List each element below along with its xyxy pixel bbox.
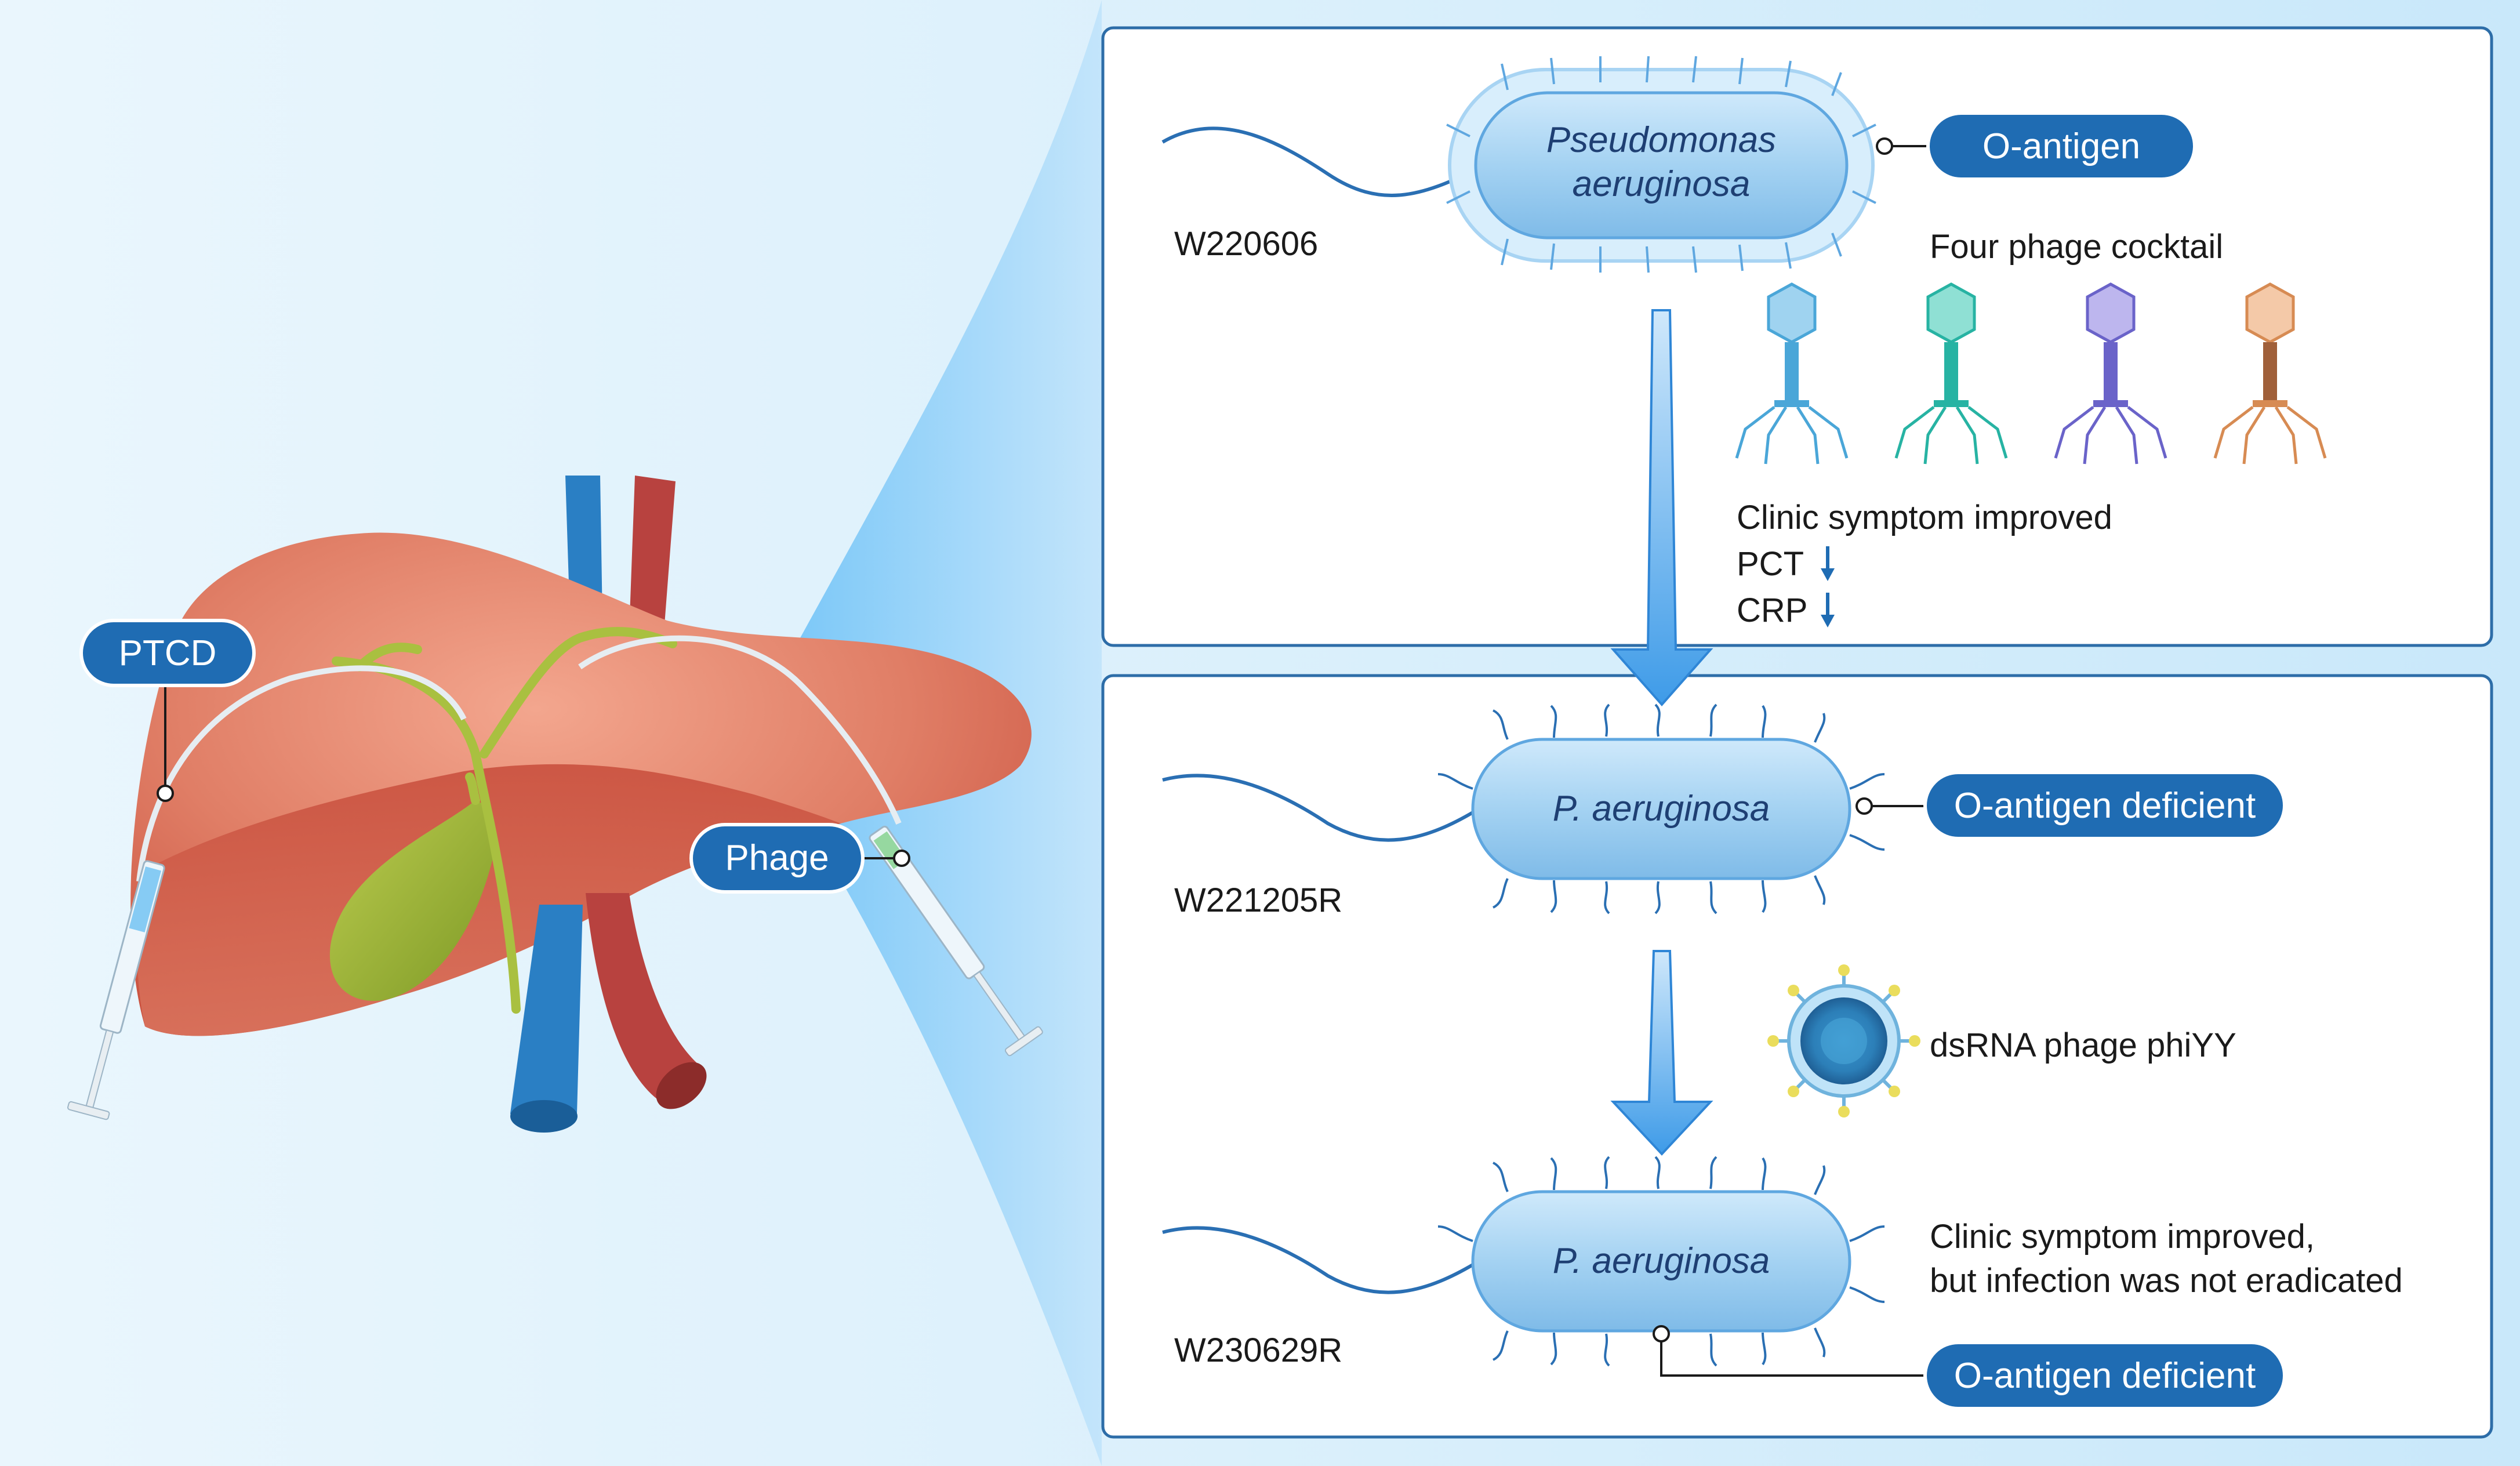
bacterium-bottom: P. aeruginosa	[1437, 1156, 1885, 1367]
portal-vein-end	[510, 1100, 578, 1133]
o-antigen-pill-text: O-antigen	[1982, 126, 2140, 166]
liver-illustration	[67, 476, 1043, 1133]
top-outcome-line-1: Clinic symptom improved	[1737, 499, 2112, 536]
phage-label-text: Phage	[725, 838, 829, 878]
o-antigen-deficient-pill-2: O-antigen deficient	[1653, 1325, 2286, 1410]
flagellum-top	[1161, 126, 1480, 197]
pili-bottom	[1437, 1156, 1885, 1367]
top-outcome-crp: CRP	[1737, 592, 1807, 629]
bacterium-top: Pseudomonas aeruginosa	[1446, 56, 1876, 273]
phage-catheter	[578, 635, 902, 825]
phage-2	[1894, 282, 2008, 465]
ptcd-label: PTCD	[79, 619, 256, 802]
artery-bottom	[586, 893, 702, 1102]
bacterium-mid-name: P. aeruginosa	[1553, 789, 1770, 829]
bottom-outcome-line-2: but infection was not eradicated	[1930, 1262, 2403, 1300]
portal-vein-bottom	[510, 905, 583, 1132]
flagellum-bottom	[1162, 1226, 1480, 1294]
bacterium-top-name-1: Pseudomonas	[1546, 120, 1776, 160]
crp-down-arrow-icon	[1821, 593, 1835, 627]
strain-w221205r: W221205R	[1174, 881, 1342, 919]
o-antigen-deficient-text-2: O-antigen deficient	[1954, 1356, 2256, 1396]
ptcd-label-text: PTCD	[119, 633, 217, 673]
flow-arrow-2	[1610, 950, 1713, 1156]
dsrna-phage-label: dsRNA phage phiYY	[1930, 1026, 2236, 1064]
phage-3	[2054, 282, 2167, 465]
cocktail-title: Four phage cocktail	[1930, 228, 2223, 266]
gallbladder	[329, 800, 495, 1001]
phage-label: Phage	[689, 823, 910, 894]
o-antigen-deficient-text-1: O-antigen deficient	[1954, 786, 2256, 826]
bottom-panel: P. aeruginosa W221205R O-antigen deficie…	[1101, 674, 2493, 1439]
pili-mid	[1437, 703, 1885, 915]
top-outcome-pct: PCT	[1737, 545, 1804, 583]
o-antigen-fringe	[1446, 56, 1876, 273]
hepatic-artery-top	[629, 476, 676, 632]
bacterium-top-name-2: aeruginosa	[1573, 164, 1751, 204]
bacterium-mid: P. aeruginosa	[1437, 703, 1885, 915]
strain-w220606: W220606	[1174, 225, 1318, 263]
phage-4	[2213, 282, 2327, 465]
phage-1	[1735, 282, 1849, 465]
o-antigen-pill: O-antigen	[1876, 111, 2196, 181]
liver-lower-lobe	[137, 764, 841, 1036]
flagellum-mid	[1162, 774, 1480, 842]
strain-w230629r: W230629R	[1174, 1331, 1342, 1369]
dsrna-phage-icon	[1767, 964, 1920, 1117]
o-antigen-deficient-pill-1: O-antigen deficient	[1855, 771, 2286, 840]
flow-arrow-1	[1610, 309, 1713, 707]
top-panel: Pseudomonas aeruginosa W220606 O-antigen…	[1101, 26, 2493, 647]
pct-down-arrow-icon	[1821, 546, 1835, 581]
bottom-outcome-line-1: Clinic symptom improved,	[1930, 1218, 2315, 1255]
bacterium-bottom-name: P. aeruginosa	[1553, 1241, 1770, 1281]
ptcd-catheter	[136, 665, 467, 882]
ptcd-syringe	[67, 860, 165, 1120]
phage-cocktail	[1735, 282, 2327, 465]
artery-end	[656, 1062, 707, 1109]
